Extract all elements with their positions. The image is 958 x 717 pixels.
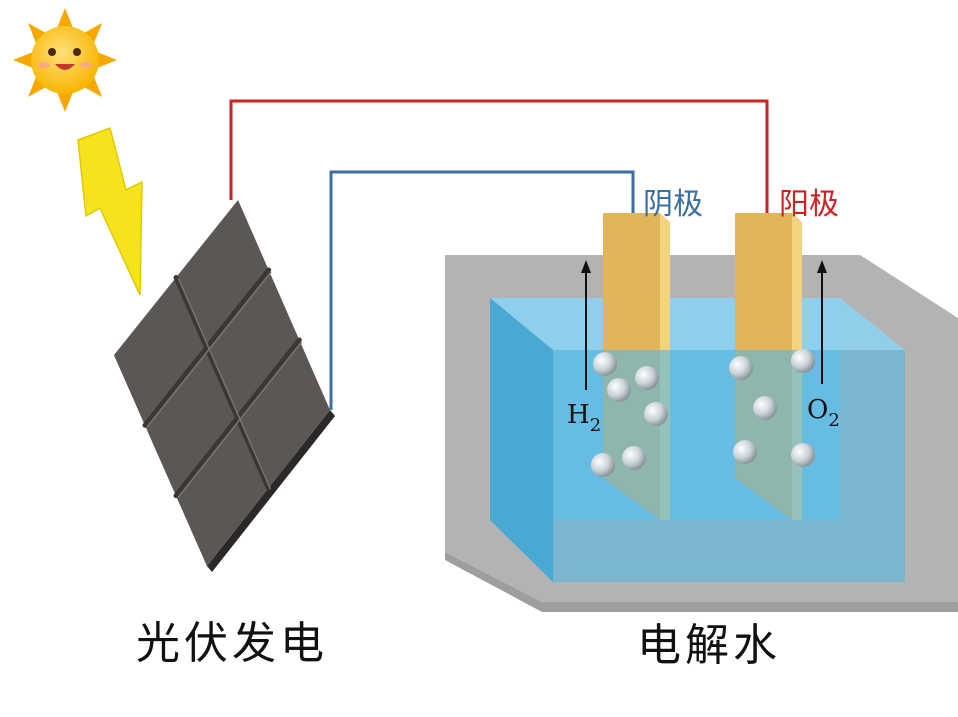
h2-arrow bbox=[581, 260, 591, 390]
anode-label: 阳极 bbox=[779, 187, 839, 222]
water-front bbox=[553, 350, 905, 582]
cathode-label: 阴极 bbox=[643, 187, 703, 222]
o2-bubbles bbox=[729, 349, 815, 467]
lightning-icon bbox=[77, 127, 143, 296]
solar-panel bbox=[114, 200, 335, 572]
electrolysis-caption: 电解水 bbox=[637, 620, 781, 671]
pv-caption: 光伏发电 bbox=[136, 618, 328, 669]
o2-label: O2 bbox=[807, 395, 840, 431]
sun-icon bbox=[13, 8, 117, 112]
o2-arrow bbox=[817, 260, 827, 384]
h2-label: H2 bbox=[567, 400, 601, 436]
anode-wire bbox=[229, 99, 769, 230]
cathode-wire bbox=[329, 170, 635, 410]
h2-bubbles bbox=[591, 352, 668, 477]
